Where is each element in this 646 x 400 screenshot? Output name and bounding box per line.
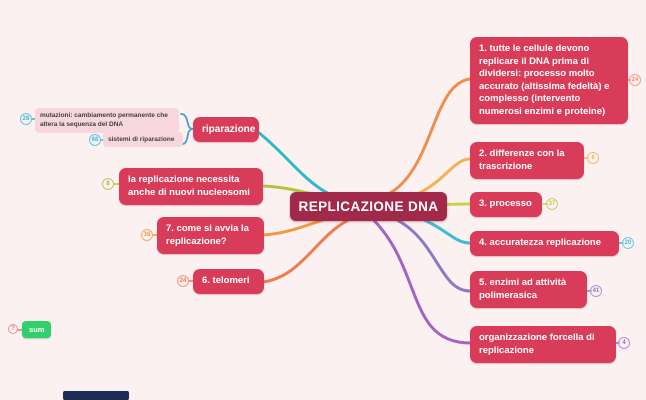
branch-processo[interactable]: 3. processo [470,192,542,217]
central-topic[interactable]: REPLICAZIONE DNA [290,192,447,221]
branch-come-si-avvia[interactable]: 7. come si avvia la replicazione? [157,217,264,255]
child-mutazioni[interactable]: mutazioni: cambiamento permanente che al… [35,108,179,133]
count-badge[interactable]: 8 [102,178,114,190]
count-badge[interactable]: 41 [590,285,602,297]
count-badge[interactable]: 37 [546,198,558,210]
count-badge[interactable]: 24 [629,74,641,86]
connector-node1 [370,77,472,202]
count-badge[interactable]: 24 [177,275,189,287]
connector-node6 [364,211,472,345]
branch-cellule-replicare[interactable]: 1. tutte le cellule devono replicare il … [470,37,628,125]
connector-node5 [370,209,472,293]
branch-accuratezza-replicazione[interactable]: 4. accuratezza replicazione [470,231,619,256]
branch-enzimi-polimerasica[interactable]: 5. enzimi ad attività polimerasica [470,271,587,309]
count-badge[interactable]: 68 [89,134,101,146]
help-badge[interactable]: ? [8,324,18,334]
count-badge[interactable]: 36 [141,229,153,241]
count-badge[interactable]: 20 [622,237,634,249]
child-sistemi-riparazione[interactable]: sistemi di riparazione [103,132,183,148]
count-badge[interactable]: 4 [618,337,630,349]
branch-differenze-trascrizione[interactable]: 2. differenze con la trascrizione [470,142,584,180]
count-badge[interactable]: 28 [20,113,32,125]
count-badge[interactable]: 6 [587,152,599,164]
sum-button[interactable]: sum [22,321,52,338]
branch-nuovi-nucleosomi[interactable]: la replicazione necessita anche di nuovi… [119,168,263,206]
branch-forcella-replicazione[interactable]: organizzazione forcella di replicazione [470,326,616,364]
branch-riparazione[interactable]: riparazione [193,117,259,143]
branch-telomeri[interactable]: 6. telomeri [193,269,264,294]
bottom-scrollbar[interactable] [63,391,129,400]
